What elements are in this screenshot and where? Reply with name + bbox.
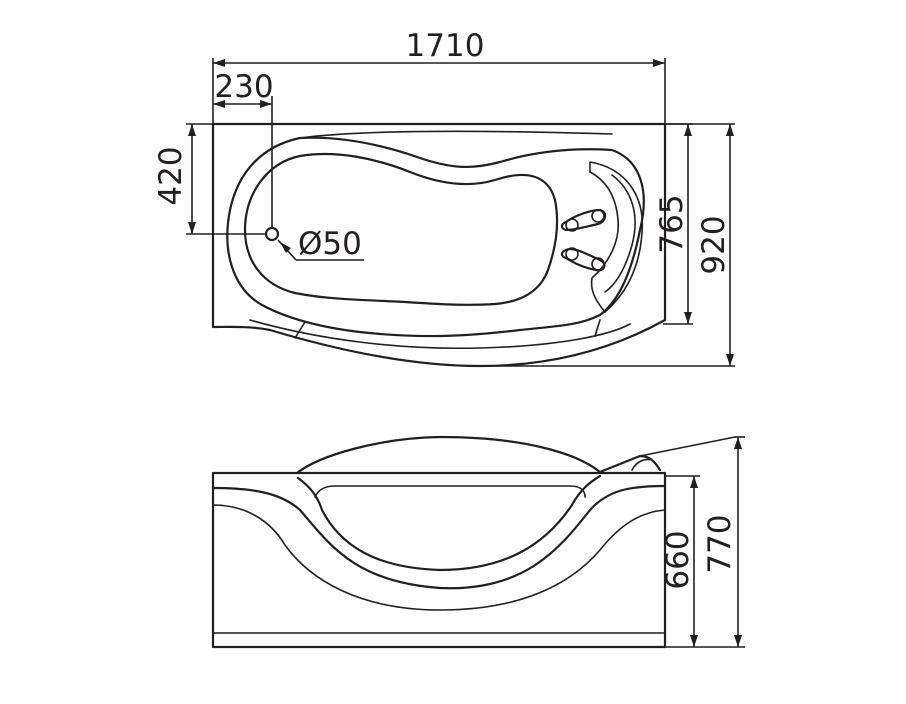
- top-view-seam-left: [294, 321, 306, 339]
- top-view-outer-rim: [211, 122, 667, 368]
- label-drain-offset-x: 230: [214, 69, 273, 105]
- jet-nozzle-icon: [591, 257, 605, 271]
- front-view-swoosh: [212, 504, 666, 611]
- label-total-height: 770: [702, 514, 738, 573]
- label-drain-offset-y: 420: [153, 146, 189, 205]
- jet-nozzle-icon: [591, 209, 605, 223]
- top-view-headrest-line: [604, 174, 636, 293]
- label-front-height: 660: [660, 530, 696, 589]
- front-view-headrest-detail: [631, 458, 653, 471]
- top-view: [211, 122, 667, 368]
- top-view-headrest: [589, 161, 644, 313]
- front-view-scoop-inner: [296, 474, 602, 572]
- front-view-scoop-outer: [211, 484, 667, 590]
- drain-icon: [264, 226, 280, 242]
- front-view-dome: [295, 435, 602, 475]
- front-view-dimensions: [665, 436, 745, 648]
- top-view-skirt-curve: [249, 319, 631, 350]
- jet-icon-group: [560, 208, 607, 272]
- drain-leader-arrow: [280, 242, 291, 253]
- top-view-basin-inner: [243, 152, 559, 306]
- label-drain-diameter: Ø50: [298, 226, 362, 262]
- label-total-width: 920: [696, 215, 732, 274]
- top-view-rim-inner: [299, 130, 613, 139]
- top-view-basin-outer: [226, 136, 645, 338]
- front-view-headrest: [598, 454, 662, 474]
- jet-icon: [560, 208, 607, 232]
- label-inner-width: 765: [654, 194, 690, 253]
- jet-nozzle-icon: [565, 247, 579, 261]
- jet-nozzle-icon: [565, 218, 579, 232]
- front-view-inner-lip: [314, 485, 586, 498]
- front-view: [211, 435, 736, 649]
- front-view-edge-diagonal: [639, 436, 736, 457]
- top-view-dimensions: [186, 58, 735, 367]
- jet-icon: [560, 248, 606, 272]
- label-total-length: 1710: [406, 28, 485, 64]
- top-view-seam-right: [594, 319, 601, 337]
